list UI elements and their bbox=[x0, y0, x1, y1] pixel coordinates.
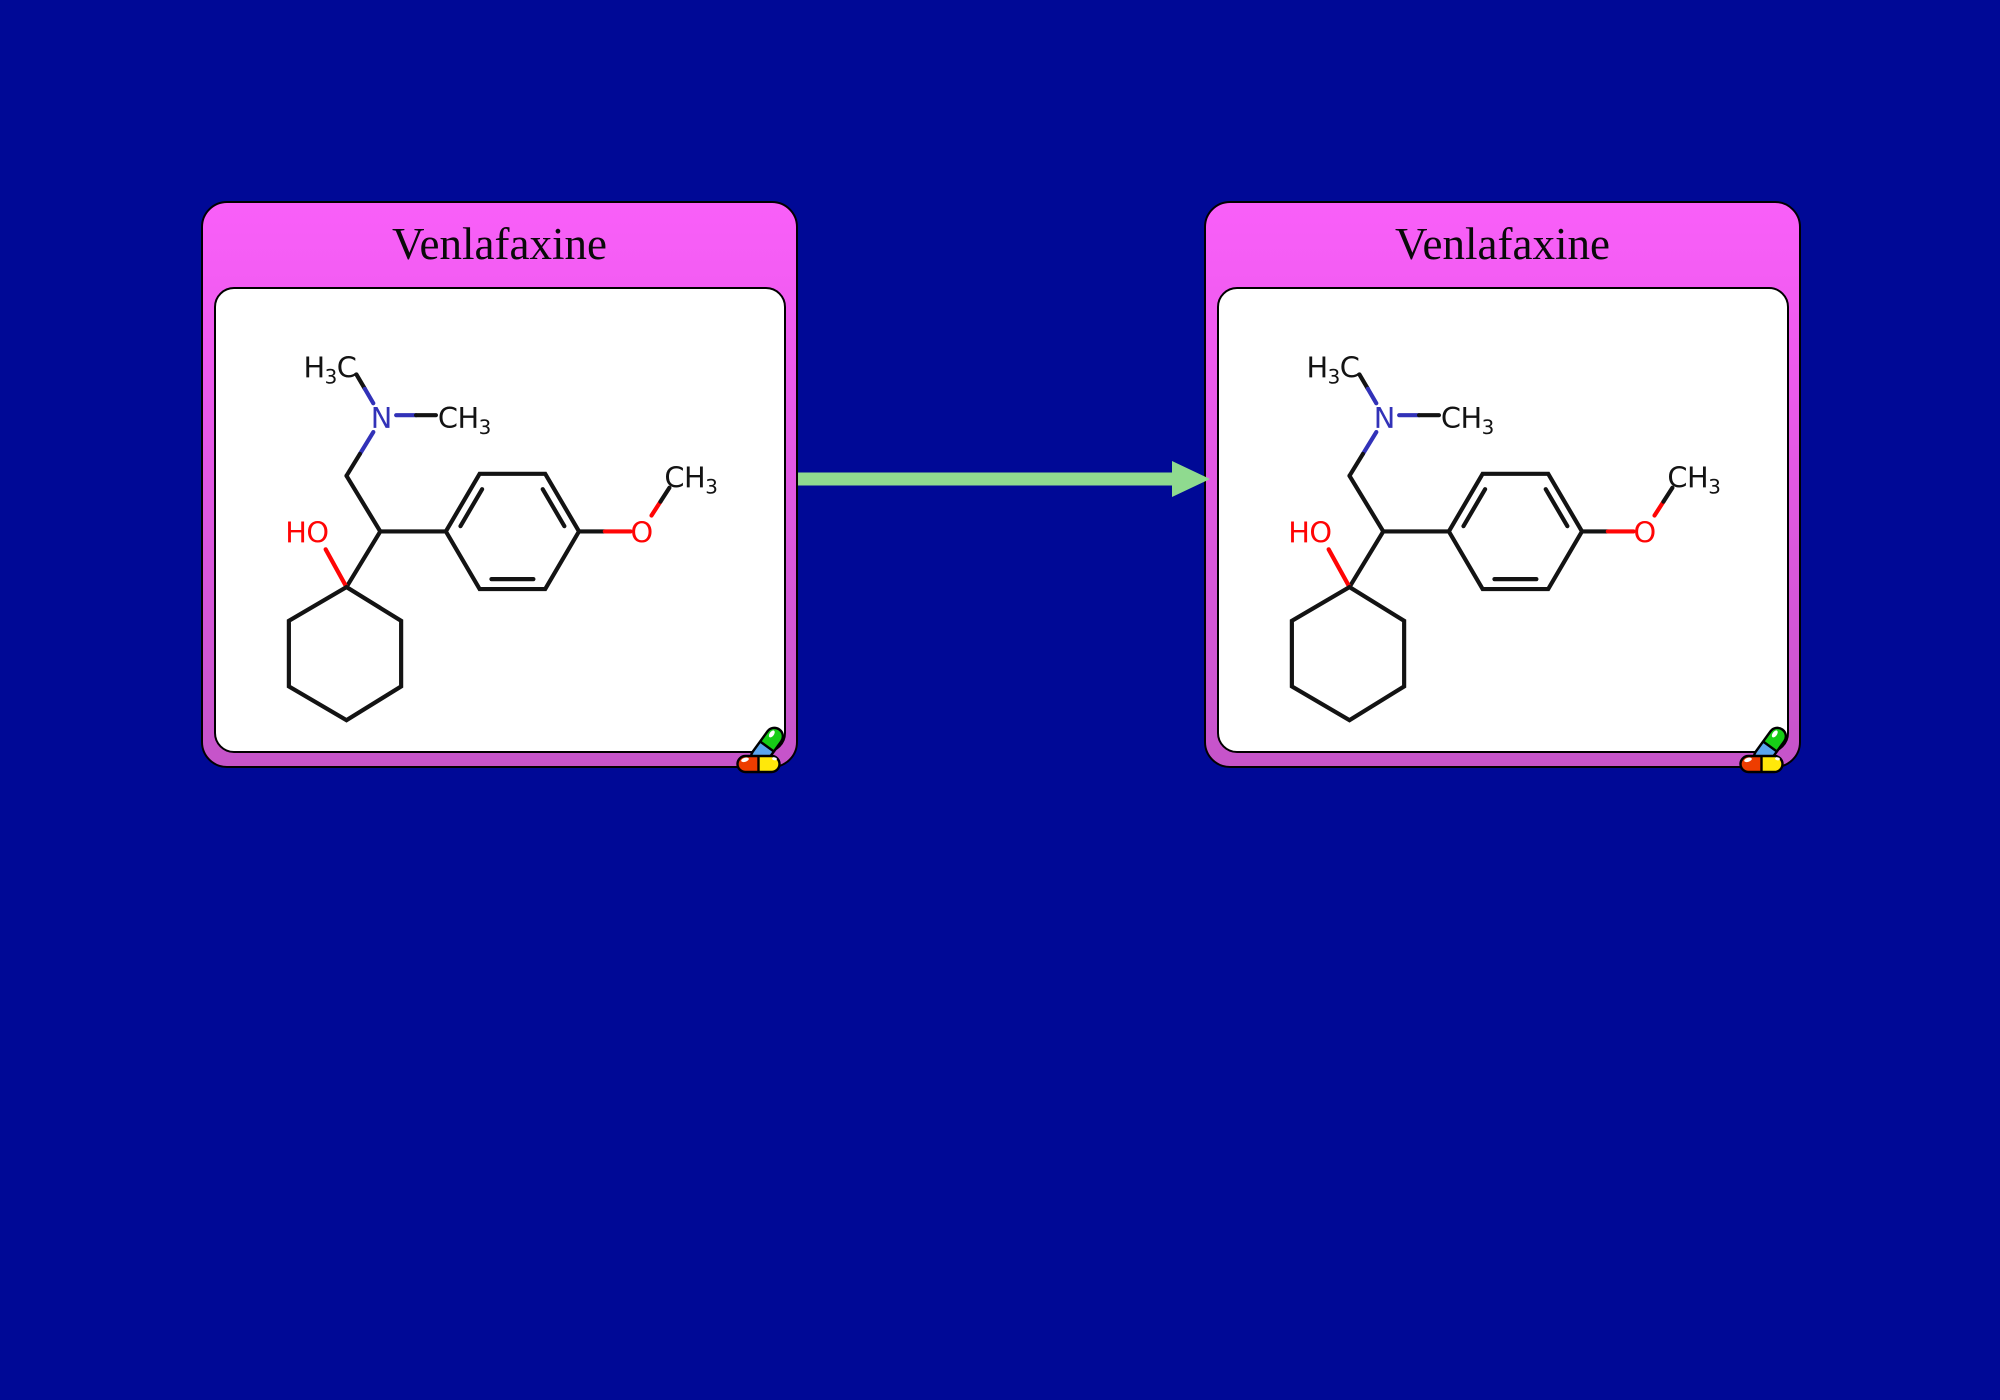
label-nitrogen: N bbox=[1374, 401, 1395, 435]
label-methyl-top: H3C bbox=[1306, 350, 1359, 388]
compound-card-right: Venlafaxine bbox=[1204, 201, 1801, 774]
label-ether-oxygen: O bbox=[630, 515, 652, 549]
label-methyl-top: H3C bbox=[303, 350, 356, 388]
capsule-horizontal-icon bbox=[736, 754, 781, 774]
label-ether-oxygen: O bbox=[1633, 515, 1655, 549]
bond-skeleton bbox=[1289, 372, 1675, 723]
label-methoxy-methyl: CH3 bbox=[1667, 461, 1720, 499]
structure-panel: H3C N CH3 HO O CH3 bbox=[214, 287, 786, 753]
card-header: Venlafaxine bbox=[1206, 203, 1799, 285]
transform-arrow bbox=[798, 461, 1210, 497]
molecule-structure: H3C N CH3 HO O CH3 bbox=[1288, 350, 1721, 723]
compound-card-left: Venlafaxine bbox=[201, 201, 798, 774]
arrow-shape bbox=[798, 461, 1210, 497]
atom-labels: H3C N CH3 HO O CH3 bbox=[1288, 350, 1721, 549]
card-title: Venlafaxine bbox=[1395, 218, 1610, 269]
card-title: Venlafaxine bbox=[392, 218, 607, 269]
pills-icon bbox=[736, 726, 785, 774]
label-methyl-right: CH3 bbox=[438, 401, 491, 439]
label-methyl-right: CH3 bbox=[1441, 401, 1494, 439]
bond-skeleton bbox=[286, 372, 672, 723]
molecule-structure: H3C N CH3 HO O CH3 bbox=[285, 350, 718, 723]
structure-panel: H3C N CH3 HO O CH3 bbox=[1217, 287, 1789, 753]
card-header: Venlafaxine bbox=[203, 203, 796, 285]
atom-labels: H3C N CH3 HO O CH3 bbox=[285, 350, 718, 549]
label-nitrogen: N bbox=[371, 401, 392, 435]
label-hydroxyl: HO bbox=[285, 515, 328, 549]
pills-icon bbox=[1739, 726, 1788, 774]
label-methoxy-methyl: CH3 bbox=[664, 461, 717, 499]
label-hydroxyl: HO bbox=[1288, 515, 1331, 549]
capsule-horizontal-icon bbox=[1739, 754, 1784, 774]
